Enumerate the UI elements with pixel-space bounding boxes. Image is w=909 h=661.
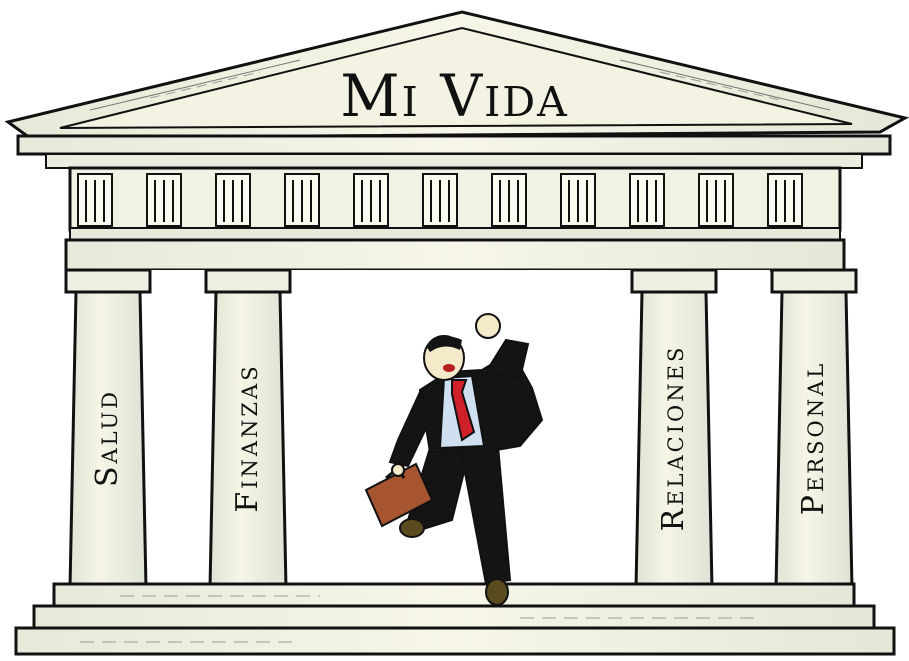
briefcase-icon: [364, 462, 434, 528]
architrave: [64, 238, 846, 272]
businessman-icon: [364, 313, 544, 606]
pillar-label-personal: Personal: [796, 360, 831, 516]
pillar-label-finanzas: Finanzas: [230, 363, 265, 513]
temple-title: Mi Vida: [340, 62, 569, 130]
cornice: [16, 134, 892, 169]
column-3: [630, 268, 718, 590]
pillar-label-salud: Salud: [90, 388, 125, 488]
pediment: [4, 10, 909, 140]
pillar-label-relaciones: Relaciones: [656, 344, 691, 532]
necktie-icon: [451, 379, 476, 442]
stylobate: [14, 582, 896, 656]
frieze: [68, 166, 842, 241]
